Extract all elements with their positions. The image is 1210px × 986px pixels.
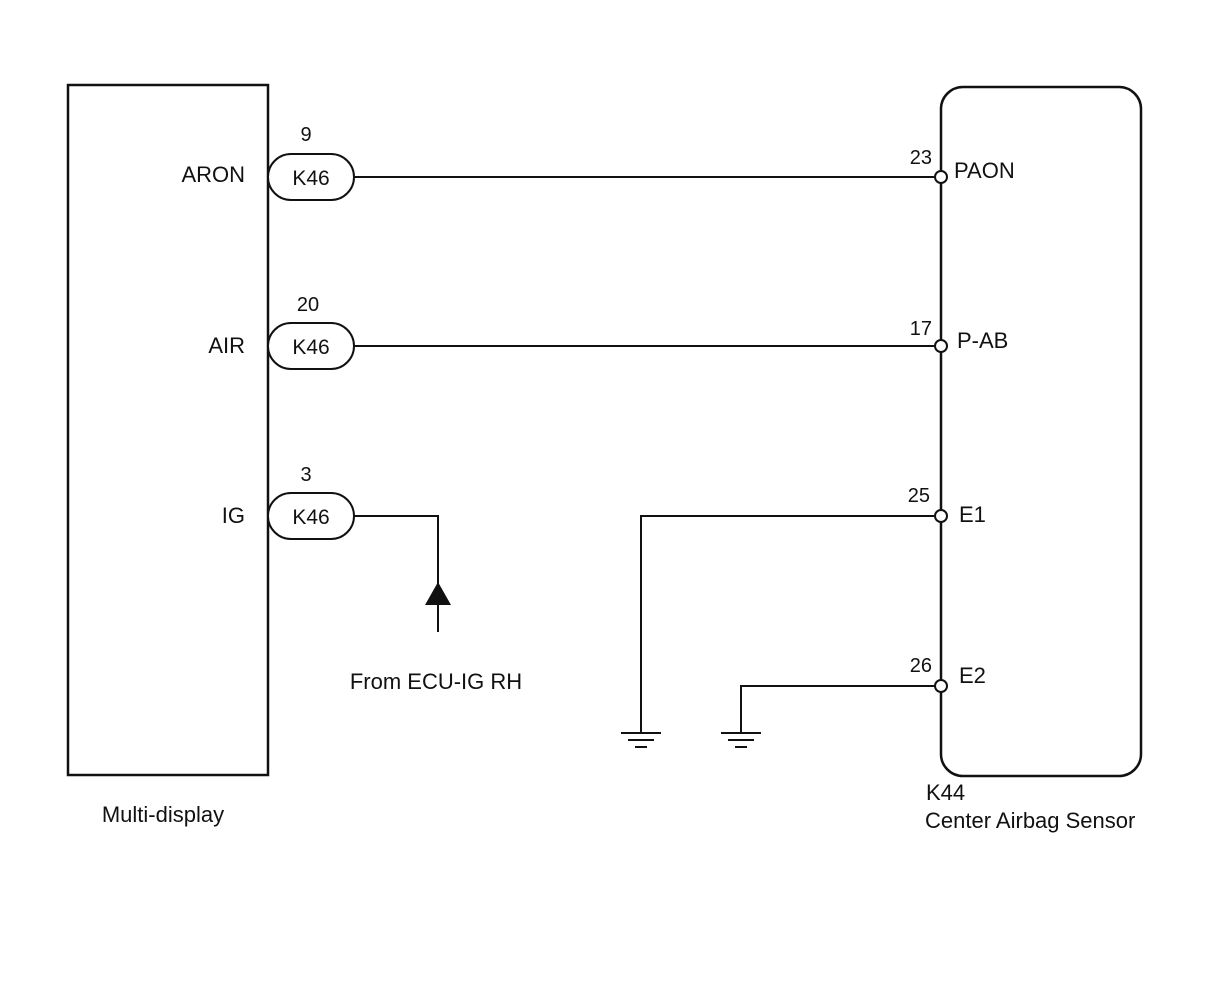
power-source-label: From ECU-IG RH — [350, 669, 522, 694]
airbag-sensor-label: Center Airbag Sensor — [925, 808, 1135, 833]
airbag-sensor-box — [939, 85, 1143, 778]
e2-pin-number: 26 — [910, 655, 932, 677]
e1-ground-wire — [640, 515, 934, 732]
ground-icon — [621, 732, 661, 748]
air-signal-label: AIR — [208, 333, 245, 358]
e2-terminal-icon — [934, 679, 948, 693]
aron-signal-label: ARON — [181, 162, 245, 187]
e2-ground-wire — [740, 685, 934, 732]
ground-icon — [721, 732, 761, 748]
multi-display-label: Multi-display — [102, 802, 224, 827]
air-connector-pill — [267, 322, 355, 370]
e1-terminal-icon — [934, 509, 948, 523]
air-pin-number: 20 — [297, 294, 319, 316]
air-connector-label: K46 — [292, 336, 329, 359]
airbag-sensor-connector-label: K44 — [926, 780, 965, 805]
power-source-arrow-icon — [425, 582, 451, 605]
e1-signal-label: E1 — [959, 502, 986, 527]
paon-signal-label: PAON — [954, 158, 1015, 183]
e1-pin-number: 25 — [908, 485, 930, 507]
aron-pin-number: 9 — [300, 124, 311, 146]
pab-pin-number: 17 — [910, 318, 932, 340]
paon-terminal-icon — [934, 170, 948, 184]
multi-display-box — [66, 83, 270, 777]
aron-connector-label: K46 — [292, 167, 329, 190]
aron-connector-pill — [267, 153, 355, 201]
ig-signal-label: IG — [222, 503, 245, 528]
ig-pin-number: 3 — [300, 464, 311, 486]
ig-connector-label: K46 — [292, 506, 329, 529]
e2-signal-label: E2 — [959, 663, 986, 688]
ig-connector-pill — [267, 492, 355, 540]
paon-pin-number: 23 — [910, 147, 932, 169]
pab-terminal-icon — [934, 339, 948, 353]
pab-signal-label: P-AB — [957, 328, 1008, 353]
ig-power-wire — [354, 515, 439, 632]
